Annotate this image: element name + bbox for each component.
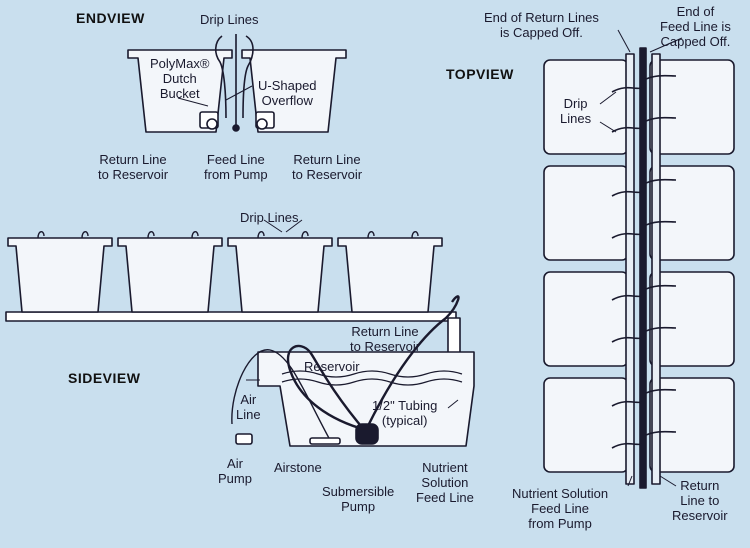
top-drip-lines-label: Drip Lines: [560, 96, 592, 126]
air-line-label: Air Line: [236, 392, 261, 422]
top-view-heading: TOPVIEW: [446, 66, 514, 82]
submersible-pump-label: Submersible Pump: [322, 484, 395, 514]
end-view-overflow-fittings: [199, 111, 275, 130]
reservoir: [257, 351, 475, 447]
feed-capped-label: End of Feed Line is Capped Off.: [660, 4, 731, 49]
air-line: [231, 349, 331, 441]
end-view-drip-lines: [214, 34, 254, 128]
feed-line-tubing: [286, 295, 460, 433]
top-view-return-lines: [625, 53, 661, 485]
reservoir-label: Reservoir: [304, 359, 360, 374]
side-view-drip-hooks: [37, 231, 419, 239]
side-view-buckets: [7, 237, 443, 313]
side-view-heading: SIDEVIEW: [68, 370, 141, 386]
end-view-heading: ENDVIEW: [76, 10, 145, 26]
top-view-trays: [543, 59, 735, 473]
top-return-line-label: Return Line to Reservoir: [672, 478, 728, 523]
airstone: [309, 437, 341, 445]
submersible-pump: [355, 423, 379, 445]
bucket-label: PolyMax® Dutch Bucket: [150, 56, 210, 101]
airstone-label: Airstone: [274, 460, 322, 475]
return-right-label: Return Line to Reservoir: [292, 152, 363, 182]
top-view-feed-line: [639, 47, 647, 489]
top-nutrient-feed-label: Nutrient Solution Feed Line from Pump: [512, 486, 609, 531]
feed-line-label: Feed Line from Pump: [204, 152, 268, 182]
top-view-drip-lines: [611, 74, 677, 449]
return-left-label: Return Line to Reservoir: [98, 152, 169, 182]
side-drip-lines-label: Drip Lines: [240, 210, 299, 225]
air-pump-label: Air Pump: [218, 456, 252, 486]
return-capped-label: End of Return Lines is Capped Off.: [484, 10, 599, 40]
air-pump: [235, 433, 253, 445]
end-drip-lines-label: Drip Lines: [200, 12, 259, 27]
overflow-label: U-Shaped Overflow: [258, 78, 317, 108]
side-view-gutter: [5, 311, 457, 322]
nutrient-feed-label: Nutrient Solution Feed Line: [416, 460, 474, 505]
side-return-line-label: Return Line to Reservoir: [350, 324, 421, 354]
tubing-label: 1/2" Tubing (typical): [372, 398, 438, 428]
